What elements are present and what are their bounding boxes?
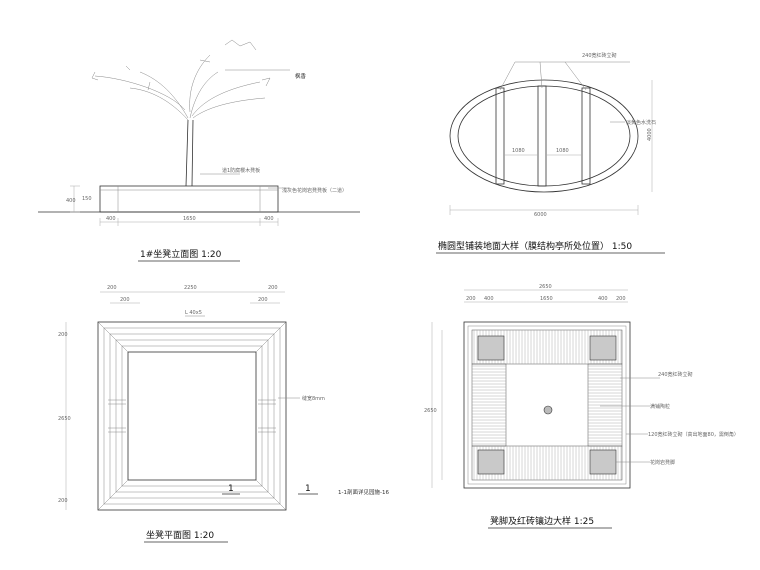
elev-dim-mid: 1650 bbox=[183, 216, 196, 222]
plan-top-dim-mid: 2250 bbox=[184, 285, 197, 291]
outer-ellipse bbox=[449, 79, 639, 193]
detail-sub-dim-3: 1650 bbox=[540, 296, 553, 302]
plan-top-dim-right: 200 bbox=[268, 285, 278, 291]
section-reference-note: 1-1剖面详见园施-16 bbox=[338, 488, 389, 496]
detail-title: 凳脚及红砖镶边大样 1:25 bbox=[490, 515, 594, 527]
inner-ellipse bbox=[457, 85, 631, 187]
section-mark-right: 1 bbox=[305, 484, 311, 494]
ellipse-height-dim: 4000 bbox=[647, 128, 653, 141]
ellipse-paving-view: 240宽红砖立砌 淡黄色水洗石 1080 1080 6000 4000 椭圆型铺… bbox=[436, 52, 665, 254]
detail-note-4: 花岗岩凳脚 bbox=[650, 459, 675, 466]
section-mark-left: 1 bbox=[228, 484, 234, 494]
bench-plan-view: 200 2250 200 200 200 L 40x5 缝宽8mm bbox=[58, 285, 389, 543]
bench-foot-br bbox=[589, 449, 617, 475]
plan-sub-dim-left: 200 bbox=[120, 297, 130, 303]
plan-title: 坐凳平面图 1:20 bbox=[146, 530, 214, 541]
plan-side-dim-top: 200 bbox=[58, 332, 68, 338]
ellipse-title: 椭圆型铺装地面大样（膜结构亭所处位置） 1:50 bbox=[438, 240, 632, 252]
bench-body bbox=[99, 185, 279, 213]
detail-sub-dim-2: 400 bbox=[484, 296, 494, 302]
detail-note-3: 120宽红砖立砌（高出地面80，需倒角） bbox=[648, 431, 739, 438]
plan-outer-square bbox=[97, 321, 287, 511]
detail-outer-square bbox=[463, 321, 631, 489]
elev-dim-right: 400 bbox=[264, 216, 274, 222]
elev-dim-left: 400 bbox=[106, 216, 116, 222]
ellipse-dim-1: 1080 bbox=[512, 148, 525, 154]
plan-inner-square bbox=[127, 351, 257, 481]
plan-angle-note: L 40x5 bbox=[185, 310, 202, 316]
elev-height-2: 150 bbox=[82, 196, 92, 202]
tree-center-circle bbox=[543, 405, 553, 415]
ellipse-dim-2: 1080 bbox=[556, 148, 569, 154]
tree-label: 枫香 bbox=[295, 72, 307, 80]
plan-sub-dim-right: 200 bbox=[258, 297, 268, 303]
detail-sub-dim-5: 200 bbox=[616, 296, 626, 302]
note-bench-side: 浅灰色花岗岩凳凳板（二道） bbox=[282, 187, 347, 194]
note-bench-top: 道1防腐樱木凳板 bbox=[222, 167, 260, 174]
detail-sub-dim-1: 200 bbox=[466, 296, 476, 302]
bench-foot-tl bbox=[477, 335, 505, 361]
elevation-title: 1#坐凳立面图 1:20 bbox=[140, 248, 222, 260]
plan-side-dim-mid: 2650 bbox=[58, 416, 71, 422]
brick-strip-right bbox=[581, 87, 591, 185]
tree-trunk bbox=[185, 119, 194, 187]
tree-canopy bbox=[94, 54, 266, 121]
ellipse-note-right: 淡黄色水洗石 bbox=[626, 119, 656, 126]
detail-sub-dim-4: 400 bbox=[598, 296, 608, 302]
brick-strip-center bbox=[537, 85, 547, 187]
detail-top-dim: 2650 bbox=[539, 284, 552, 290]
bench-elevation-view: 枫香 道1防腐樱木凳板 浅灰色花岗岩凳凳板（二道） 400 1650 400 4… bbox=[38, 39, 360, 262]
bench-foot-bl bbox=[477, 449, 505, 475]
plan-top-dim-left: 200 bbox=[107, 285, 117, 291]
ellipse-width-dim: 6000 bbox=[534, 212, 547, 218]
bench-foot-detail-view: 2650 200 400 1650 400 200 240宽红砖立砌 满铺陶粒 … bbox=[424, 284, 739, 529]
detail-note-2: 满铺陶粒 bbox=[650, 403, 670, 410]
plan-gap-note: 缝宽8mm bbox=[302, 395, 325, 402]
elev-height-1: 400 bbox=[66, 198, 76, 204]
bench-foot-tr bbox=[589, 335, 617, 361]
ellipse-note-top: 240宽红砖立砌 bbox=[582, 52, 617, 59]
brick-strip-left bbox=[495, 87, 505, 185]
detail-note-1: 240宽红砖立砌 bbox=[658, 371, 693, 378]
detail-side-dim: 2650 bbox=[424, 408, 437, 414]
plan-side-dim-bottom: 200 bbox=[58, 498, 68, 504]
